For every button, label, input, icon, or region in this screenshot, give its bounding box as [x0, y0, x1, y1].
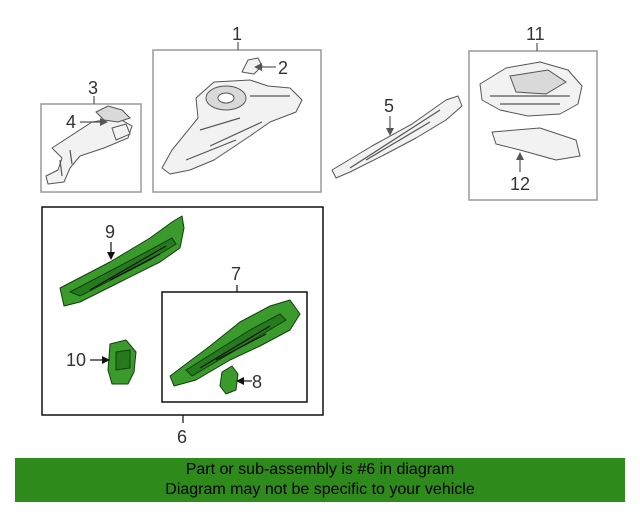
- part-5-rail[interactable]: [331, 95, 463, 179]
- callout-3: 3: [88, 78, 98, 98]
- part-10-bracket[interactable]: [107, 339, 137, 385]
- part-9-rail[interactable]: [59, 215, 185, 307]
- callout-10: 10: [66, 350, 86, 370]
- callout-8: 8: [252, 372, 262, 392]
- callout-1: 1: [232, 24, 242, 44]
- part-11-assembly[interactable]: [479, 61, 583, 117]
- callout-12: 12: [510, 174, 530, 194]
- part-7-rail[interactable]: [169, 299, 301, 387]
- banner-line-2: Diagram may not be specific to your vehi…: [165, 481, 475, 498]
- part-12-panel[interactable]: [491, 127, 581, 161]
- part-1-strut-tower[interactable]: [161, 79, 303, 175]
- info-banner: Part or sub-assembly is #6 in diagram Di…: [15, 458, 625, 502]
- callout-7: 7: [231, 264, 241, 284]
- callout-5: 5: [384, 96, 394, 116]
- part-8-bracket[interactable]: [219, 365, 239, 395]
- banner-line-1: Part or sub-assembly is #6 in diagram: [185, 461, 455, 478]
- part-3-bracket[interactable]: [45, 105, 133, 185]
- part-2-bracket[interactable]: [241, 57, 263, 75]
- callout-4: 4: [66, 112, 76, 132]
- callout-2: 2: [278, 58, 288, 78]
- callout-11: 11: [526, 24, 545, 44]
- callout-6: 6: [177, 427, 187, 447]
- callout-9: 9: [105, 222, 115, 242]
